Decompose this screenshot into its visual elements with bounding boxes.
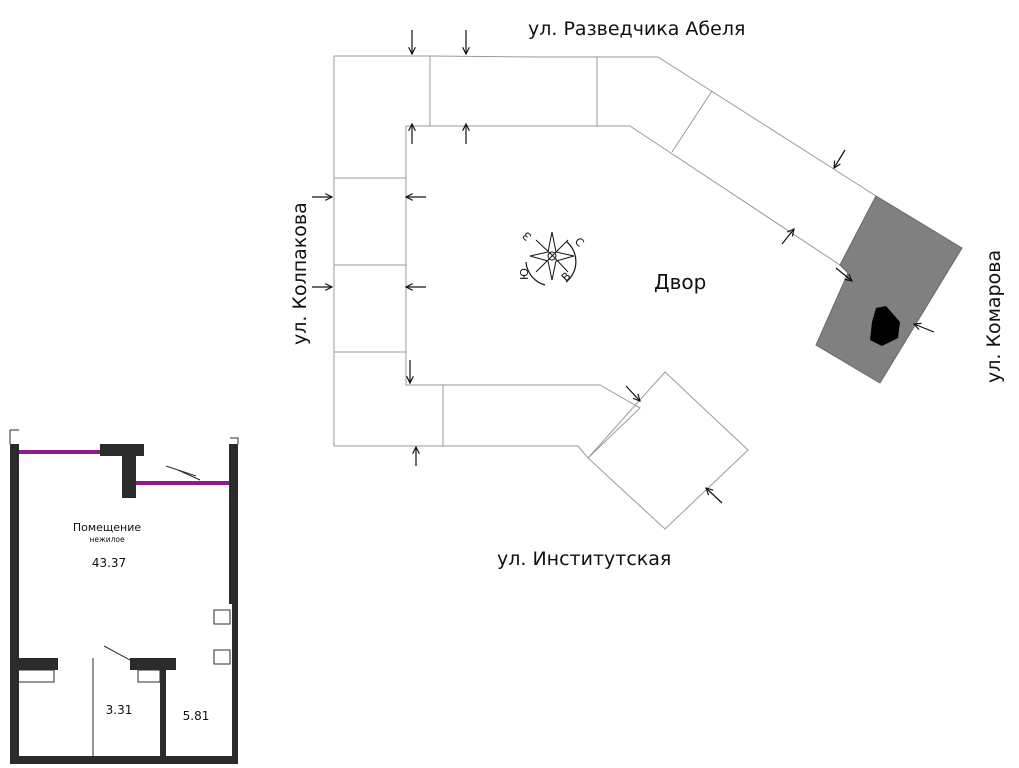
entrance-arrow bbox=[834, 149, 846, 168]
room-title: Помещение bbox=[73, 521, 142, 534]
street-label-east: ул. Комарова bbox=[983, 250, 1005, 383]
street-label-south: ул. Институтская bbox=[497, 548, 671, 570]
yard-label: Двор bbox=[654, 270, 706, 294]
wall-niche bbox=[213, 649, 231, 665]
door-swing bbox=[177, 469, 201, 481]
selected-section-marker bbox=[870, 306, 900, 346]
entrance-arrow bbox=[914, 324, 935, 333]
site-plan bbox=[333, 55, 877, 530]
sink-fixture bbox=[17, 669, 55, 683]
wall bbox=[122, 456, 136, 498]
floor-plan: Помещение нежилое 43.37 3.31 5.81 bbox=[9, 429, 239, 764]
entrance-arrow bbox=[625, 385, 640, 401]
wall bbox=[10, 756, 238, 764]
door-swing bbox=[103, 645, 131, 661]
wall-outline bbox=[230, 437, 239, 444]
compass-east: В bbox=[559, 270, 574, 285]
entrance-arrows bbox=[312, 30, 935, 504]
compass-west: З bbox=[520, 229, 534, 243]
floor-plan-outline bbox=[9, 429, 239, 756]
section-divider bbox=[671, 90, 713, 153]
compass-ring bbox=[525, 241, 577, 286]
bathroom-area-value: 3.31 bbox=[106, 703, 133, 717]
compass-south: Ю bbox=[518, 268, 531, 280]
wall bbox=[160, 670, 166, 760]
selected-building[interactable] bbox=[815, 195, 963, 384]
wall bbox=[100, 444, 144, 456]
building-west-north-wing bbox=[333, 55, 877, 447]
main-area-value: 43.37 bbox=[92, 556, 126, 570]
sink-fixture bbox=[137, 669, 161, 683]
wall bbox=[232, 604, 238, 764]
street-label-west: ул. Колпакова bbox=[289, 202, 311, 345]
wall-outline bbox=[9, 429, 19, 444]
compass-center bbox=[547, 251, 557, 261]
wall-niche bbox=[213, 609, 231, 625]
compass-north: С bbox=[572, 235, 587, 250]
entrance-arrow bbox=[706, 488, 723, 504]
window bbox=[136, 481, 229, 485]
storage-area-value: 5.81 bbox=[183, 709, 210, 723]
building-south-wing bbox=[443, 384, 641, 459]
entrance-arrow bbox=[835, 267, 852, 281]
wall bbox=[229, 444, 238, 604]
room-subtitle: нежилое bbox=[89, 535, 125, 544]
street-label-north: ул. Разведчика Абеля bbox=[528, 18, 745, 40]
wall bbox=[10, 658, 58, 670]
entrance-arrow bbox=[781, 229, 794, 245]
wall bbox=[10, 444, 19, 764]
floor-plan-walls bbox=[10, 444, 238, 764]
compass-rose: С В Ю З bbox=[518, 229, 587, 286]
compass-star-icon bbox=[529, 231, 575, 281]
wall bbox=[130, 658, 176, 670]
window bbox=[19, 450, 100, 454]
building-south-annex bbox=[587, 371, 749, 530]
